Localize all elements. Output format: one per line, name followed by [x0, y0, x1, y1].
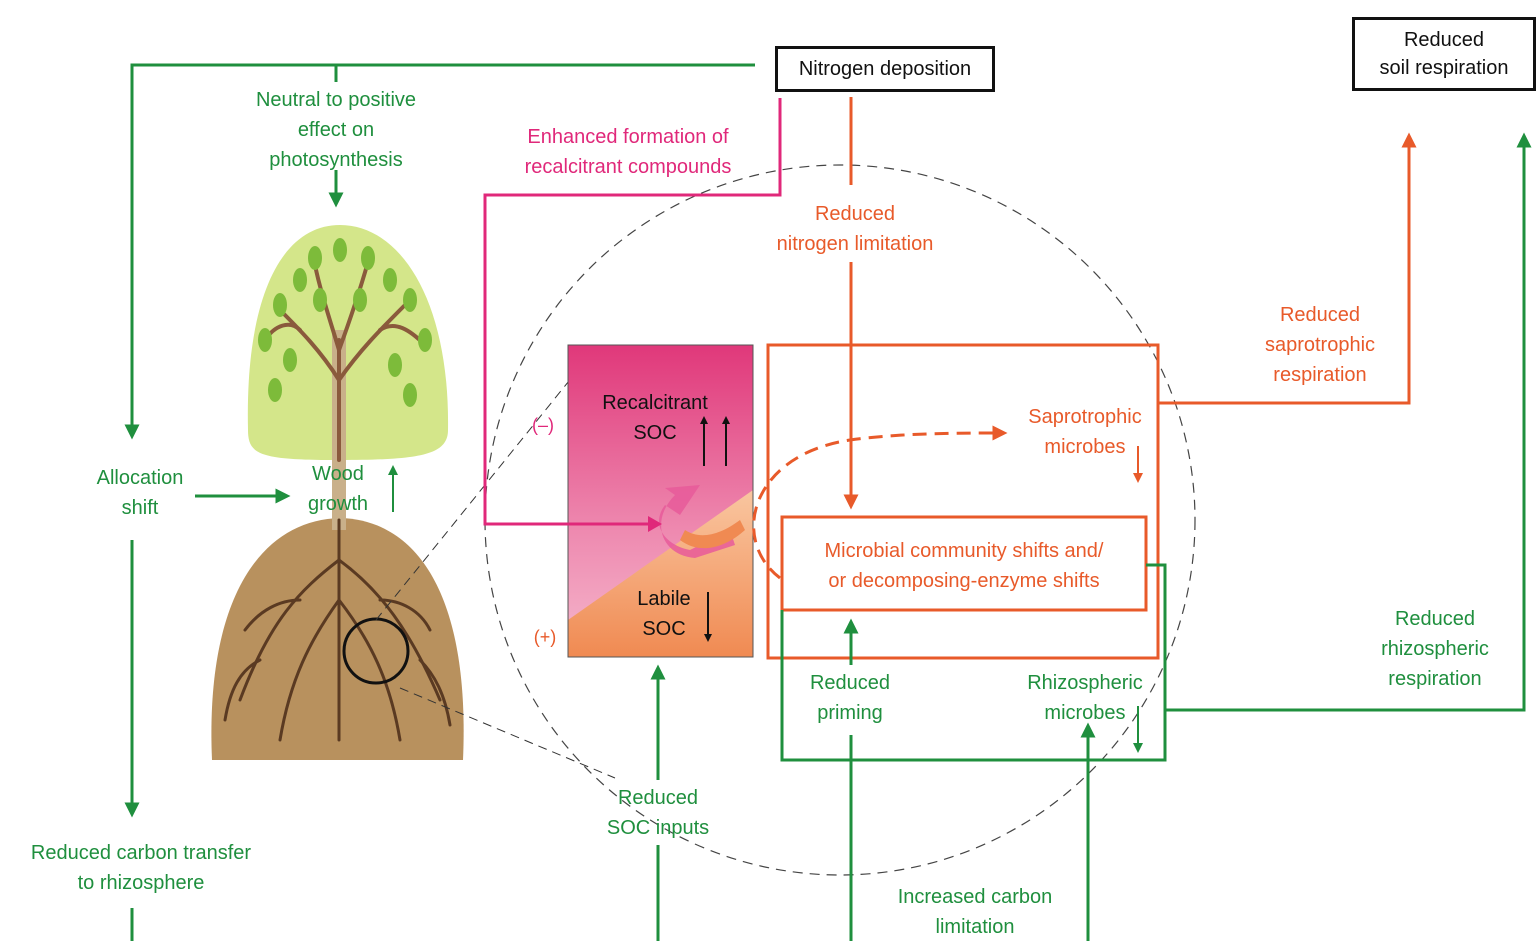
- rhizospheric-microbes-label: Rhizospheric microbes: [1027, 672, 1143, 724]
- reduced-n-limitation-label: Reduced nitrogen limitation: [776, 203, 934, 255]
- labile-soc-label: Labile SOC: [637, 588, 691, 640]
- wood-growth-label: Wood growth: [307, 463, 369, 515]
- reduced-priming-label: Reduced priming: [809, 672, 891, 724]
- reduced-soil-respiration-box: Reduced soil respiration: [1352, 17, 1536, 91]
- recalcitrant-soc-label: Recalcitrant SOC: [602, 392, 708, 444]
- neutral-photosynthesis-label: Neutral to positive effect on photosynth…: [255, 89, 417, 171]
- increased-carbon-limitation-label: Increased carbon limitation: [897, 886, 1053, 938]
- microbial-shifts-label: Microbial community shifts and/ or decom…: [824, 540, 1104, 592]
- rhizosphere-box: [780, 563, 1167, 762]
- zoom-source-circle: [342, 617, 410, 685]
- plus-sign-label: (+): [533, 627, 557, 647]
- reduced-soc-inputs-label: Reduced SOC inputs: [606, 787, 710, 839]
- allocation-shift-label: Allocation shift: [96, 467, 184, 519]
- enhanced-formation-label: Enhanced formation of recalcitrant compo…: [524, 126, 732, 178]
- reduced-saprotrophic-respiration-label: Reduced saprotrophic respiration: [1264, 304, 1376, 386]
- saprotrophic-box: [766, 343, 1160, 660]
- reduced-rhizospheric-respiration-label: Reduced rhizospheric respiration: [1381, 608, 1489, 690]
- tree-canopy: [247, 225, 449, 460]
- reduced-carbon-transfer-label: Reduced carbon transfer to rhizosphere: [30, 842, 252, 894]
- minus-sign-label: (–): [532, 415, 554, 435]
- nitrogen-deposition-box: Nitrogen deposition: [775, 46, 995, 92]
- tree-roots: [223, 518, 452, 742]
- labile-soc-region: [568, 490, 753, 657]
- tree-leaves: [258, 238, 432, 407]
- saprotrophic-microbes-label: Saprotrophic microbes: [1028, 406, 1142, 458]
